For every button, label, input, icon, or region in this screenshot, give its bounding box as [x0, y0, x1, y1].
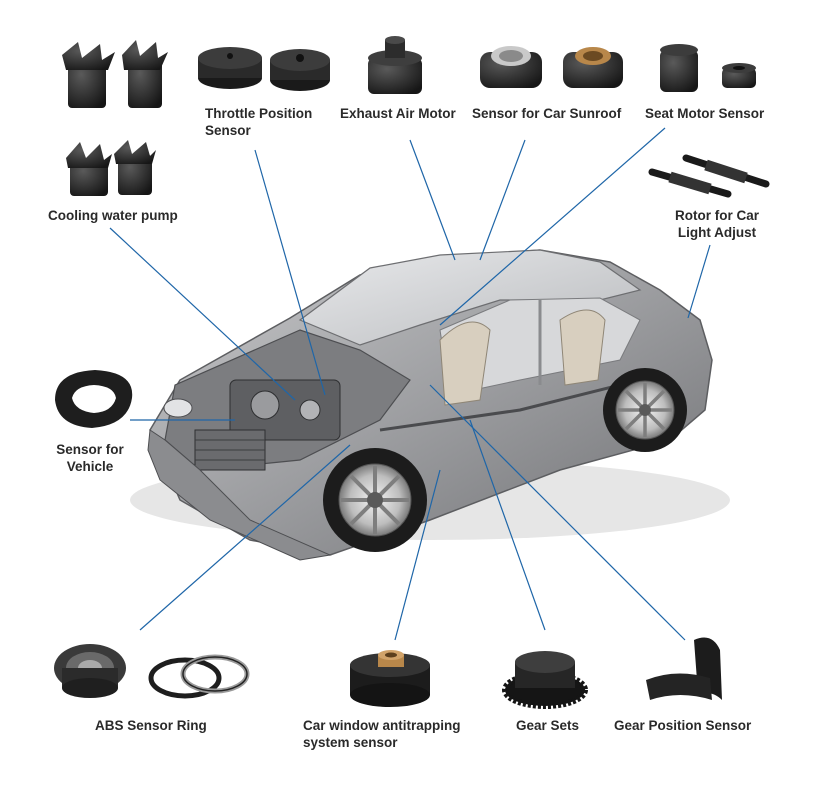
label-throttle-line1: Throttle Position	[205, 106, 313, 121]
sunroof-sensor-image	[480, 46, 623, 88]
label-sunroof: Sensor for Car Sunroof	[472, 106, 622, 121]
exhaust-motor-image	[368, 36, 422, 94]
leader-cooling	[109, 227, 296, 401]
label-abs: ABS Sensor Ring	[95, 718, 207, 733]
car-illustration	[130, 249, 730, 561]
seat-sensor-image	[660, 44, 756, 92]
label-window: Car window antitrapping system sensor	[303, 717, 461, 751]
label-cooling: Cooling water pump	[48, 208, 178, 223]
label-gears: Gear Sets	[516, 718, 580, 733]
label-window-line1: Car window antitrapping	[303, 718, 461, 733]
leader-exhaust	[409, 139, 456, 261]
leader-gearpos	[429, 384, 686, 641]
label-throttle: Throttle Position Sensor	[205, 105, 312, 139]
leader-lines	[109, 127, 711, 641]
leader-throttle	[254, 149, 326, 396]
label-rotor-line1: Rotor for Car	[675, 208, 759, 223]
abs-sensor-image	[54, 644, 250, 699]
label-exhaust: Exhaust Air Motor	[340, 106, 456, 121]
leader-gears	[469, 419, 546, 631]
label-vehicle-line1: Sensor for	[56, 442, 124, 457]
label-seat: Seat Motor Sensor	[645, 106, 765, 121]
leader-window	[394, 469, 441, 641]
window-sensor-image	[350, 650, 430, 707]
label-vehicle-line2: Vehicle	[66, 459, 114, 474]
gear-sets-image	[502, 651, 588, 709]
vehicle-sensor-image	[55, 370, 133, 428]
label-vehicle: Sensor for Vehicle	[35, 441, 145, 475]
label-rotor-line2: Light Adjust	[677, 225, 757, 240]
label-window-line2: system sensor	[303, 735, 398, 750]
label-gearpos: Gear Position Sensor	[614, 718, 752, 733]
leader-sunroof	[479, 139, 526, 261]
leader-abs	[139, 444, 351, 631]
throttle-sensor-image	[198, 47, 330, 91]
gear-position-sensor-image	[646, 637, 722, 700]
rotor-image	[648, 154, 770, 198]
label-throttle-line2: Sensor	[205, 123, 251, 138]
cooling-pump-image	[62, 40, 168, 196]
leader-rotor	[687, 244, 711, 319]
leader-seat	[439, 127, 666, 326]
label-rotor: Rotor for Car Light Adjust	[662, 207, 772, 241]
